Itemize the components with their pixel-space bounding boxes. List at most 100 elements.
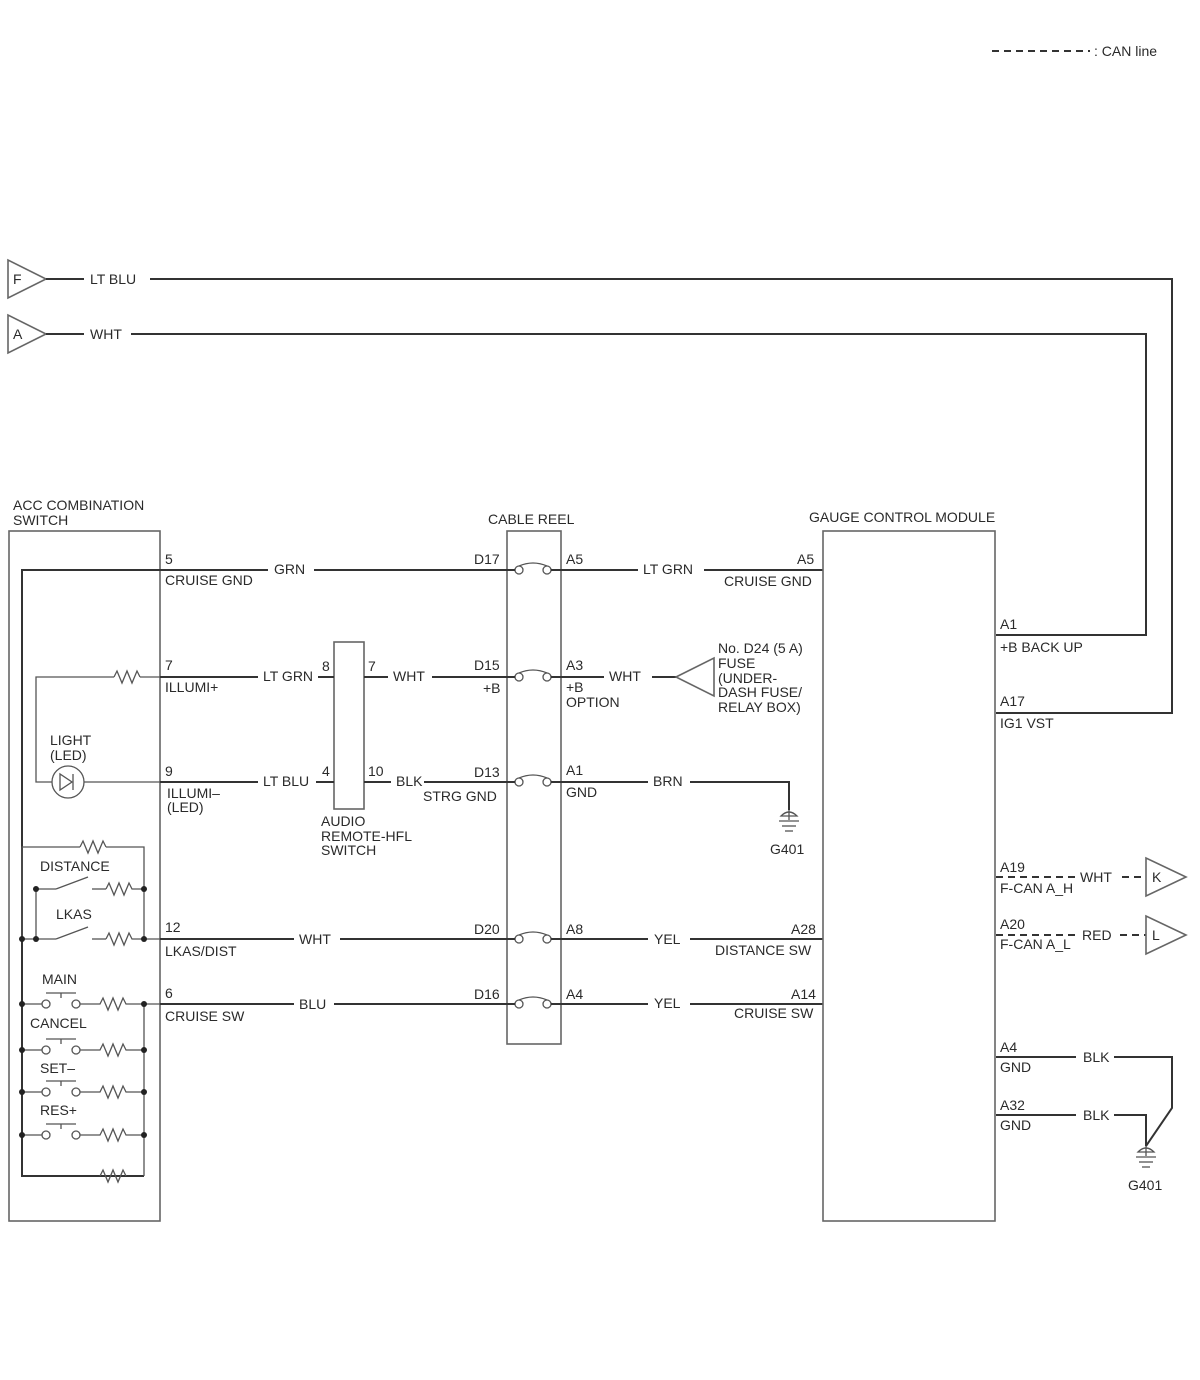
gauge-pin-a17-label: IG1 VST (1000, 715, 1054, 731)
gauge-pin-a4: A4 (1000, 1039, 1017, 1055)
ground-g401-1: G401 (770, 810, 804, 857)
connector-a: A (7, 313, 48, 355)
connector-a-label: A (13, 326, 23, 342)
set-junction-right (141, 1089, 147, 1095)
ground-2-cap (1136, 1147, 1156, 1153)
fuse-label-line2: FUSE (718, 655, 755, 671)
audio-pin-8: 8 (322, 658, 330, 674)
distance-switch-blade (55, 876, 89, 890)
wire-gnd-right-color: BRN (653, 773, 683, 789)
acc-switch-box (8, 530, 161, 1222)
cable-reel-pin-d17: D17 (474, 551, 500, 567)
light-label-line2: (LED) (50, 747, 87, 763)
cable-reel: CABLE REEL D17 A5 D15 +B A3 +B OPTION (423, 511, 620, 1045)
wire-cruise-gnd-left-color: GRN (274, 561, 305, 577)
cable-reel-pin-a3: A3 (566, 657, 583, 673)
can-line-legend-label: : CAN line (1094, 43, 1157, 59)
gauge-pin-a20-label: F-CAN A_L (1000, 936, 1071, 952)
switch-distance-label: DISTANCE (40, 858, 110, 874)
audio-label-line2: REMOTE-HFL (321, 828, 412, 844)
dist-lkas-resistor-top (79, 839, 107, 855)
cable-reel-pin-d15: D15 (474, 657, 500, 673)
audio-pin-4: 4 (322, 763, 330, 779)
pin-5-label: CRUISE GND (165, 572, 253, 588)
cable-reel-pin-a1: A1 (566, 762, 583, 778)
audio-label-line1: AUDIO (321, 813, 365, 829)
switch-set-label: SET– (40, 1060, 75, 1076)
dist-lkas-top-right (106, 846, 145, 939)
pin-12-label: LKAS/DIST (165, 943, 237, 959)
cable-reel-pin-d16: D16 (474, 986, 500, 1002)
pin-5: 5 (165, 551, 173, 567)
cancel-junction-right (141, 1047, 147, 1053)
wire-cruise-sw-right-color: YEL (654, 995, 681, 1011)
gauge-pin-a4-label: GND (1000, 1059, 1031, 1075)
gauge-pin-a32-label: GND (1000, 1117, 1031, 1133)
fuse-label-line4: DASH FUSE/ (718, 684, 802, 700)
cable-reel-pin-a5: A5 (566, 551, 583, 567)
cable-reel-title: CABLE REEL (488, 511, 575, 527)
res-junction-right (141, 1132, 147, 1138)
cancel-junction-left (19, 1047, 25, 1053)
connector-l-label: L (1152, 927, 1160, 943)
distance-resistor (105, 881, 144, 897)
led-diode-symbol (59, 772, 74, 792)
gauge-pin-a17: A17 (1000, 693, 1025, 709)
gauge-pin-a5-label: CRUISE GND (724, 573, 812, 589)
set-junction-left (19, 1089, 25, 1095)
cable-reel-box (506, 530, 562, 1045)
can-h-color: WHT (1080, 869, 1112, 885)
pin-7: 7 (165, 657, 173, 673)
pin-6: 6 (165, 985, 173, 1001)
wire-gnd32-b (1114, 1114, 1147, 1146)
legend: : CAN line (992, 43, 1157, 59)
gauge-title: GAUGE CONTROL MODULE (809, 509, 995, 525)
wire-gnd4-color: BLK (1083, 1049, 1110, 1065)
gauge-pin-a32: A32 (1000, 1097, 1025, 1113)
wire-illumi-right-color: WHT (609, 668, 641, 684)
cable-reel-pin-d15-label: +B (483, 680, 501, 696)
connector-k-label: K (1152, 869, 1162, 885)
fuse-label-line5: RELAY BOX) (718, 699, 801, 715)
gauge-pin-a1-label: +B BACK UP (1000, 639, 1083, 655)
set-contact-left (41, 1087, 51, 1097)
wire-illumi-led-mid-color: BLK (396, 773, 423, 789)
audio-pin-10: 10 (368, 763, 384, 779)
gauge-pin-a19-label: F-CAN A_H (1000, 880, 1073, 896)
wire-a-to-backup (131, 333, 1147, 636)
dist-lkas-top-left (21, 846, 80, 939)
connector-f: F (7, 258, 48, 300)
cancel-resistor (80, 1042, 144, 1058)
connector-k-shape (1145, 856, 1188, 898)
connector-a-shape (7, 313, 48, 355)
fuse-d24: No. D24 (5 A) FUSE (UNDER- DASH FUSE/ RE… (674, 640, 803, 715)
audio-label-line3: SWITCH (321, 842, 376, 858)
wire-gnd32-color: BLK (1083, 1107, 1110, 1123)
gauge-control-module: GAUGE CONTROL MODULE A5 CRUISE GND A28 D… (715, 509, 1083, 1222)
cable-reel-pin-d13: D13 (474, 764, 500, 780)
switch-res-label: RES+ (40, 1102, 77, 1118)
lkas-resistor (105, 931, 160, 947)
audio-switch-box (333, 641, 365, 810)
fuse-label-line1: No. D24 (5 A) (718, 640, 803, 656)
wire-f-color: LT BLU (90, 271, 136, 287)
res-junction-left (19, 1132, 25, 1138)
wire-cruise-gnd-right-color: LT GRN (643, 561, 693, 577)
switch-main-label: MAIN (42, 971, 77, 987)
main-junction-left (19, 1001, 25, 1007)
cable-reel-pin-d13-label: STRG GND (423, 788, 497, 804)
gauge-pin-a28: A28 (791, 921, 816, 937)
light-label-line1: LIGHT (50, 732, 92, 748)
switch-cancel-label: CANCEL (30, 1015, 87, 1031)
wire-gnd4-b (1114, 1056, 1173, 1147)
wire-lkas-left-color: WHT (299, 931, 331, 947)
switch-lkas-label: LKAS (56, 906, 92, 922)
wire-cruise-sw-left-color: BLU (299, 996, 326, 1012)
lkas-junction-right (141, 936, 147, 942)
cable-reel-pin-a1-label: GND (566, 784, 597, 800)
main-resistor (80, 996, 160, 1012)
gauge-pin-a20: A20 (1000, 916, 1025, 932)
cancel-contact-left (41, 1045, 51, 1055)
ground-1-cap (779, 811, 799, 817)
